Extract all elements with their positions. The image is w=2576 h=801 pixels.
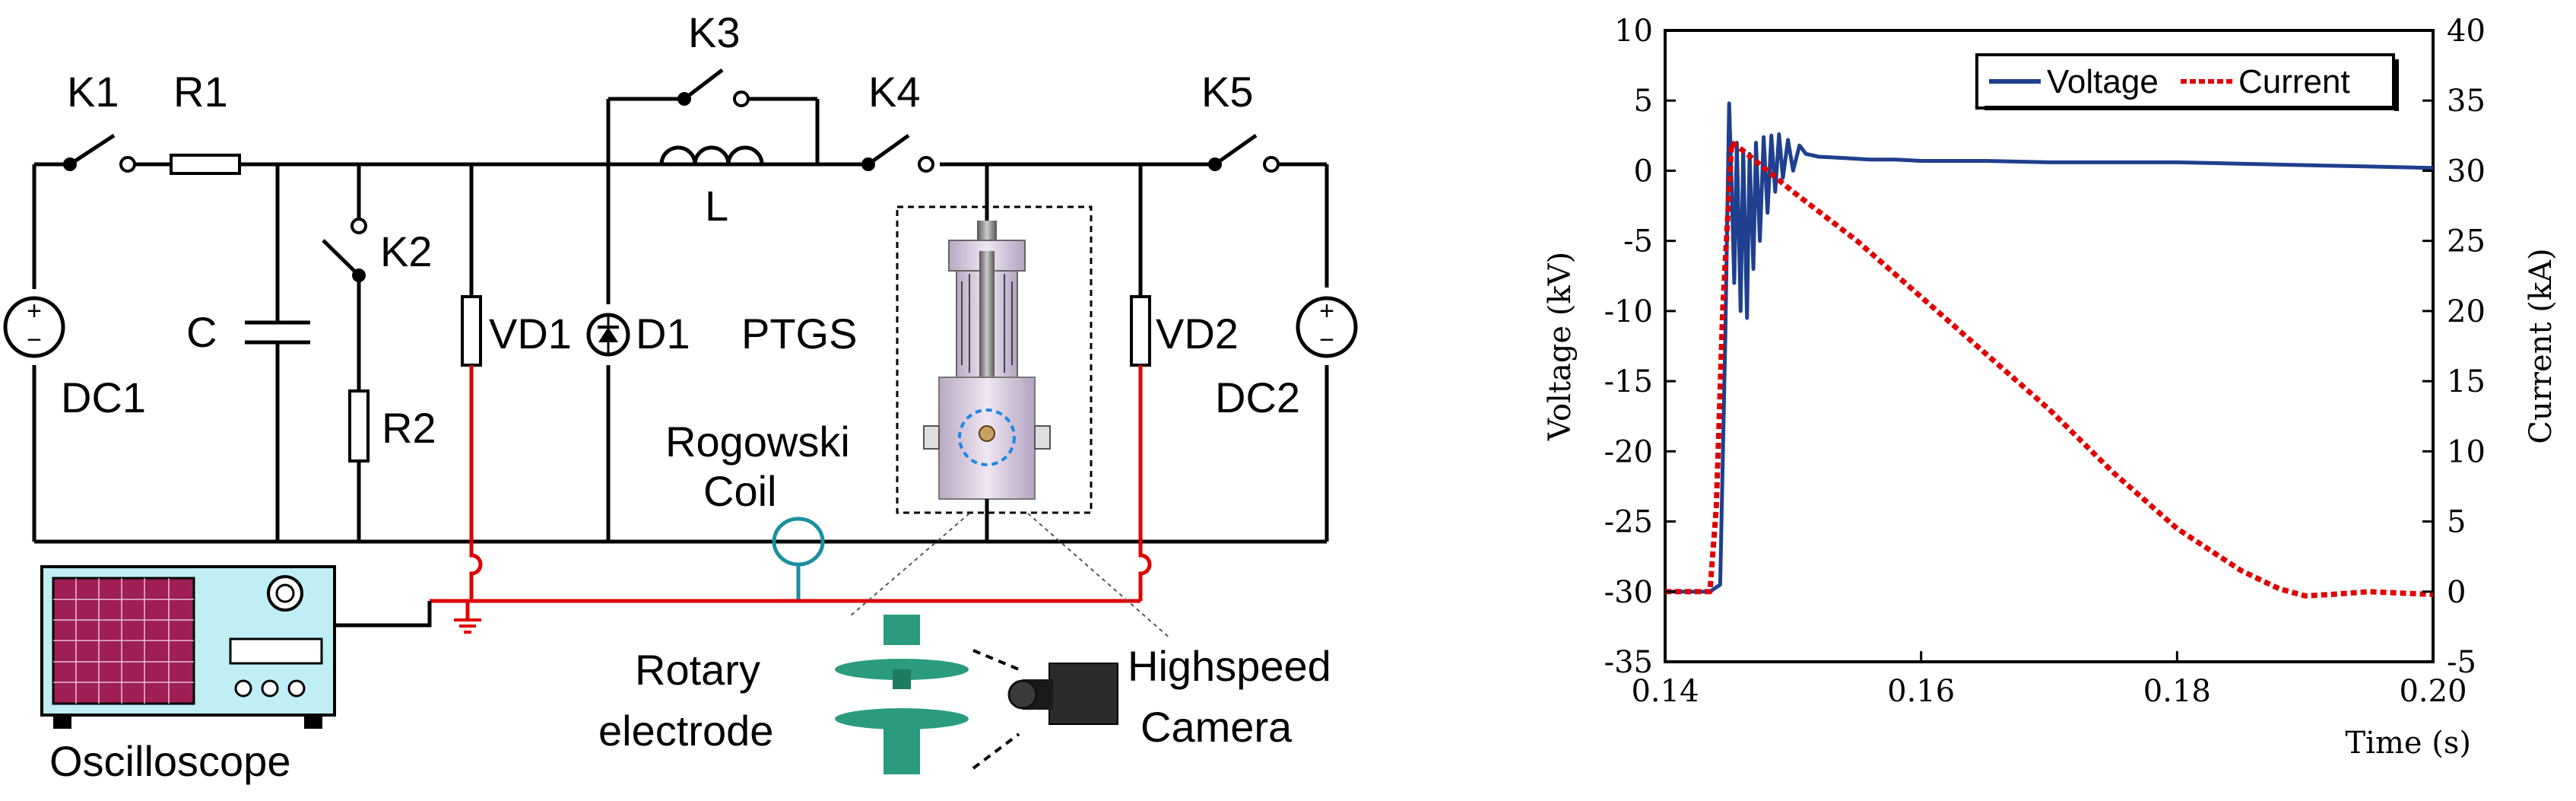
zoom-guides [849,513,1172,640]
y-tick-label: -20 [1604,434,1653,469]
label-ptgs: PTGS [741,310,857,358]
label-camera: Camera [1140,703,1293,751]
rotary-electrode-image [835,615,969,774]
y-tick-label: -35 [1604,645,1653,680]
label-k5: K5 [1201,68,1254,116]
label-electrode: electrode [598,707,773,755]
y-axis-label: Voltage (kV) [1543,252,1578,441]
legend-voltage-label: Voltage [2047,63,2159,100]
x-tick-label: 0.16 [1887,674,1955,709]
y-tick-label: 5 [1634,84,1653,119]
label-dc1: DC1 [61,373,146,421]
voltage-divider-vd1 [461,164,482,542]
y2-tick-label: -5 [2447,645,2476,680]
voltage-divider-vd2 [1130,164,1151,542]
oscilloscope [40,565,336,729]
circuit-diagram: K1 R1 + − DC1 C K2 R2 VD1 [3,8,1358,785]
y2-tick-label: 35 [2447,84,2486,119]
label-rotary: Rotary [635,646,760,694]
legend-current-label: Current [2238,63,2350,100]
voltage-current-chart: 0.14 0.16 0.18 0.20 10 5 0 -5 -10 -15 -20 -25 -30 -35… [1543,14,2559,761]
y2-tick-label: 15 [2447,364,2486,399]
svg-text:−: − [27,326,42,354]
label-k2: K2 [380,227,433,275]
plot-frame [1664,29,2435,663]
chart-legend: Voltage Current [1975,53,2399,111]
label-vd2: VD2 [1156,310,1239,358]
x-tick-label: 0.14 [1631,674,1699,709]
y-tick-label: 0 [1634,154,1653,189]
y-tick-label: 10 [1614,14,1653,49]
dc-source-dc2: + − [1296,296,1358,358]
label-coil: Coil [703,467,776,515]
signal-wiring [335,542,1152,634]
resistor-r1 [170,154,241,175]
y2-tick-label: 25 [2447,224,2486,259]
axis-ticks [1664,29,2435,663]
y-tick-label: -15 [1604,364,1653,399]
plot-series [1665,101,2434,599]
label-oscilloscope: Oscilloscope [49,737,290,785]
label-c: C [186,308,217,356]
y2-axis-label: Current (kA) [2524,248,2559,443]
switch-k4 [861,133,934,173]
capacitor-c [245,164,310,542]
y-tick-label: -10 [1604,294,1653,329]
x-tick-label: 0.20 [2399,674,2467,709]
label-l: L [705,182,728,230]
label-k4: K4 [868,68,921,116]
label-dc2: DC2 [1215,373,1300,421]
series-line-current [1665,140,2434,599]
diode-d1 [586,99,630,542]
rogowski-coil [772,517,825,601]
svg-text:+: + [1319,297,1334,326]
switch-k2 [322,164,367,391]
svg-text:+: + [27,297,42,326]
x-tick-label: 0.18 [2143,674,2211,709]
axis-tick-labels: 0.14 0.16 0.18 0.20 10 5 0 -5 -10 -15 -20 -25 -30 -35… [1604,14,2486,709]
switch-k3 [608,68,820,164]
label-rogowski: Rogowski [665,418,850,466]
label-r1: R1 [173,68,228,116]
y-tick-label: -25 [1604,505,1653,540]
label-d1: D1 [636,310,690,358]
series-line-voltage [1665,101,2434,594]
y-tick-label: -30 [1604,575,1653,610]
y2-tick-label: 40 [2447,14,2486,49]
label-vd1: VD1 [489,310,572,358]
label-r2: R2 [382,404,436,452]
ptgs-device [896,164,1093,542]
resistor-r2 [348,389,370,462]
dc-source-dc1: + − [3,296,65,358]
highspeed-camera-image [972,649,1118,770]
y-tick-label: -5 [1623,224,1653,259]
label-k1: K1 [67,68,119,116]
y2-tick-label: 20 [2447,294,2486,329]
inductor-l [659,145,764,165]
label-highspeed: Highspeed [1128,642,1331,690]
y2-tick-label: 0 [2447,575,2466,610]
switch-k1 [63,133,136,173]
label-k3: K3 [688,8,741,56]
svg-text:−: − [1319,326,1334,354]
y2-tick-label: 30 [2447,154,2486,189]
top-rail [32,162,1329,544]
y2-tick-label: 10 [2447,434,2486,469]
switch-k5 [1208,133,1280,173]
y2-tick-label: 5 [2447,505,2466,540]
x-axis-label: Time (s) [2345,726,2471,761]
